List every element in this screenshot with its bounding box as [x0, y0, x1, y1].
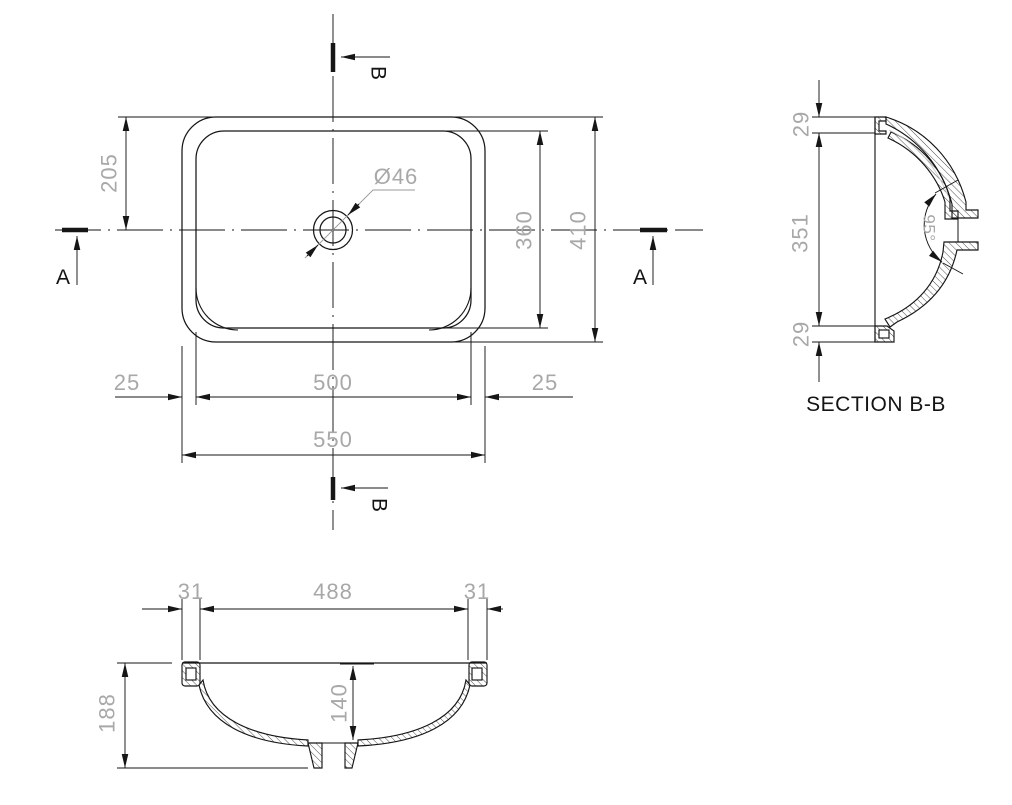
- cone-angle-annotation: [923, 179, 964, 275]
- bowl-corner-arc-right: [428, 287, 472, 331]
- section-label-a-right: A: [633, 266, 647, 289]
- dim-text-500: 500: [313, 370, 353, 395]
- section-bb-view: 29 351 29 95° SECTION B-B: [788, 80, 979, 416]
- dim-text-25-left: 25: [114, 370, 140, 395]
- front-dimension-texts: 31 488 31 188 140: [95, 579, 490, 733]
- plan-view: 205 360 410 25 500 25 550 Ø46 A A B B: [55, 14, 703, 530]
- centerlines: [55, 14, 703, 530]
- basin-inner-edge: [195, 130, 472, 329]
- plan-dimension-lines: [115, 117, 599, 459]
- leader-arrow-upper: [347, 202, 361, 216]
- drain-diameter-leader: [304, 189, 415, 259]
- outer-wall-cut-upper: [885, 116, 979, 219]
- front-body: [181, 661, 488, 769]
- dim-text-351: 351: [788, 213, 813, 253]
- bowl-wall-left: [198, 678, 309, 747]
- drain-outer-circle: [312, 209, 354, 251]
- bowl-corner-arc-left: [195, 287, 239, 331]
- angle-arc: [923, 193, 943, 263]
- dim-text-488: 488: [313, 579, 353, 604]
- drain-hole: [312, 209, 354, 251]
- angle-side-upper: [934, 179, 959, 194]
- dim-text-31-right: 31: [464, 579, 490, 604]
- dim-text-360: 360: [512, 210, 537, 250]
- plan-extension-lines: [118, 116, 603, 463]
- front-dimension-lines: [121, 605, 503, 768]
- leader-line: [304, 189, 415, 259]
- bowl-wall-right: [357, 678, 471, 747]
- dim-text-29-bottom: 29: [789, 321, 814, 347]
- dim-text-140: 140: [327, 683, 352, 723]
- plan-dimension-texts: 205 360 410 25 500 25 550 Ø46 A A B B: [56, 66, 647, 512]
- section-bb-title: SECTION B-B: [806, 393, 946, 416]
- section-bb-body: [874, 116, 979, 343]
- rim-knob-right-hole: [471, 667, 483, 681]
- section-label-a-left: A: [56, 266, 70, 289]
- dim-text-cone-angle: 95°: [920, 214, 939, 241]
- section-label-b-bottom: B: [368, 498, 391, 512]
- dim-text-205: 205: [97, 153, 122, 193]
- drain-wall-right: [344, 742, 359, 769]
- dim-text-188: 188: [95, 693, 120, 733]
- front-view: 31 488 31 188 140: [95, 579, 503, 769]
- dim-text-drain-diameter: Ø46: [374, 164, 419, 189]
- dim-text-25-right: 25: [532, 370, 558, 395]
- section-bb-extension-lines: [812, 116, 875, 343]
- drain-wall-left: [307, 742, 323, 769]
- dim-text-410: 410: [566, 210, 591, 250]
- rim-knob-left-hole: [185, 667, 197, 681]
- dim-text-550: 550: [313, 427, 353, 452]
- wall-cut-lower: [884, 241, 979, 328]
- section-label-b-top: B: [367, 66, 390, 80]
- section-cut-markers: [62, 43, 667, 500]
- dim-text-29-top: 29: [789, 111, 814, 137]
- bowl-surface-edge-faint: [888, 129, 949, 197]
- drain-inner-circle: [319, 216, 347, 244]
- angle-side-lower: [942, 262, 964, 275]
- rim-channel-bottom-hole: [878, 329, 890, 339]
- section-bb-texts: 29 351 29 95° SECTION B-B: [788, 111, 946, 416]
- leader-arrow-lower: [305, 244, 319, 258]
- dim-text-31-left: 31: [178, 579, 204, 604]
- rim-channel-top: [874, 116, 887, 135]
